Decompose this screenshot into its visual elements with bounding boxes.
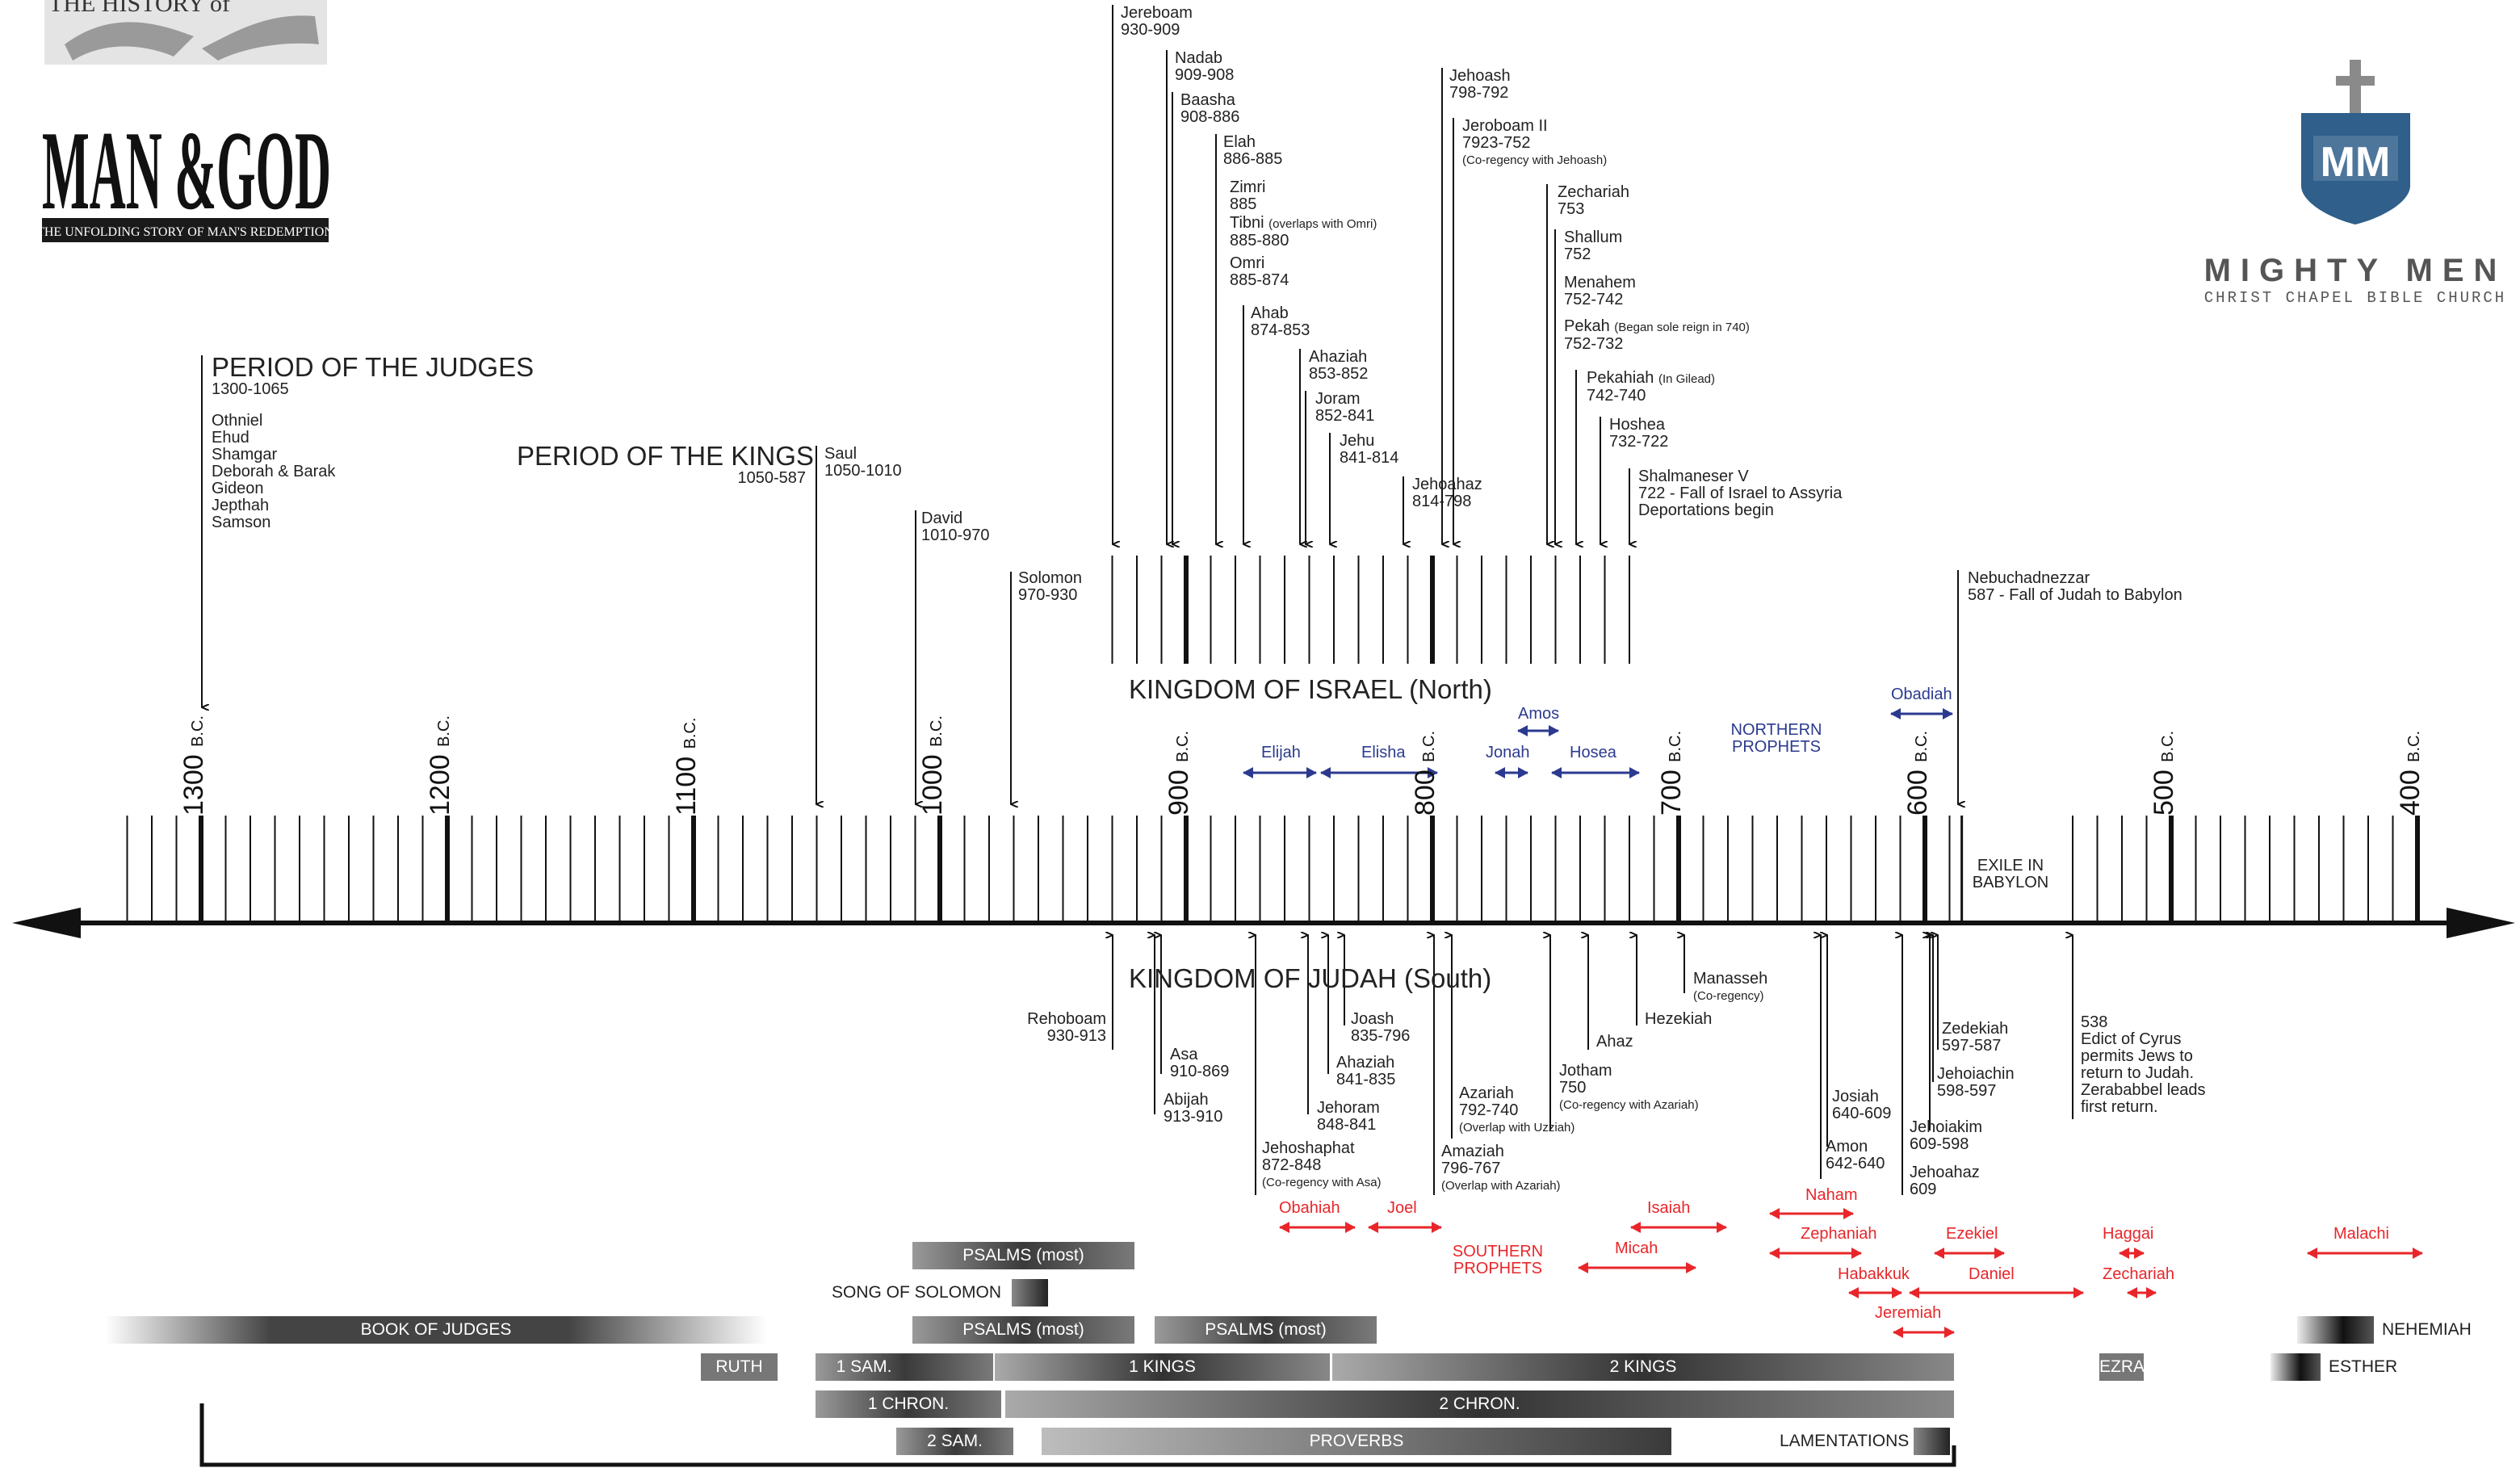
logo-tagline: THE UNFOLDING STORY OF MAN'S REDEMPTION (36, 225, 333, 239)
book-bars (105, 1242, 2374, 1467)
timeline-axis (12, 816, 2515, 938)
mighty-men-logo: MM MIGHTY MEN CHRIST CHAPEL BIBLE CHURCH (2204, 60, 2507, 307)
prophet-arrows (1243, 708, 2423, 1338)
church-name: MIGHTY MEN (2204, 253, 2507, 288)
church-subtitle: CHRIST CHAPEL BIBLE CHURCH (2204, 289, 2506, 307)
king-pointer-lines (201, 5, 2073, 1195)
man-and-god-logo: THE HISTORY of MAN &GOD THE UNFOLDING ST… (36, 0, 333, 242)
church-initials: MM (2321, 139, 2391, 186)
israel-reign-bars (1111, 556, 1630, 664)
logo-title-top: THE HISTORY of (48, 0, 230, 17)
svg-text:MAN &GOD: MAN &GOD (42, 108, 331, 233)
